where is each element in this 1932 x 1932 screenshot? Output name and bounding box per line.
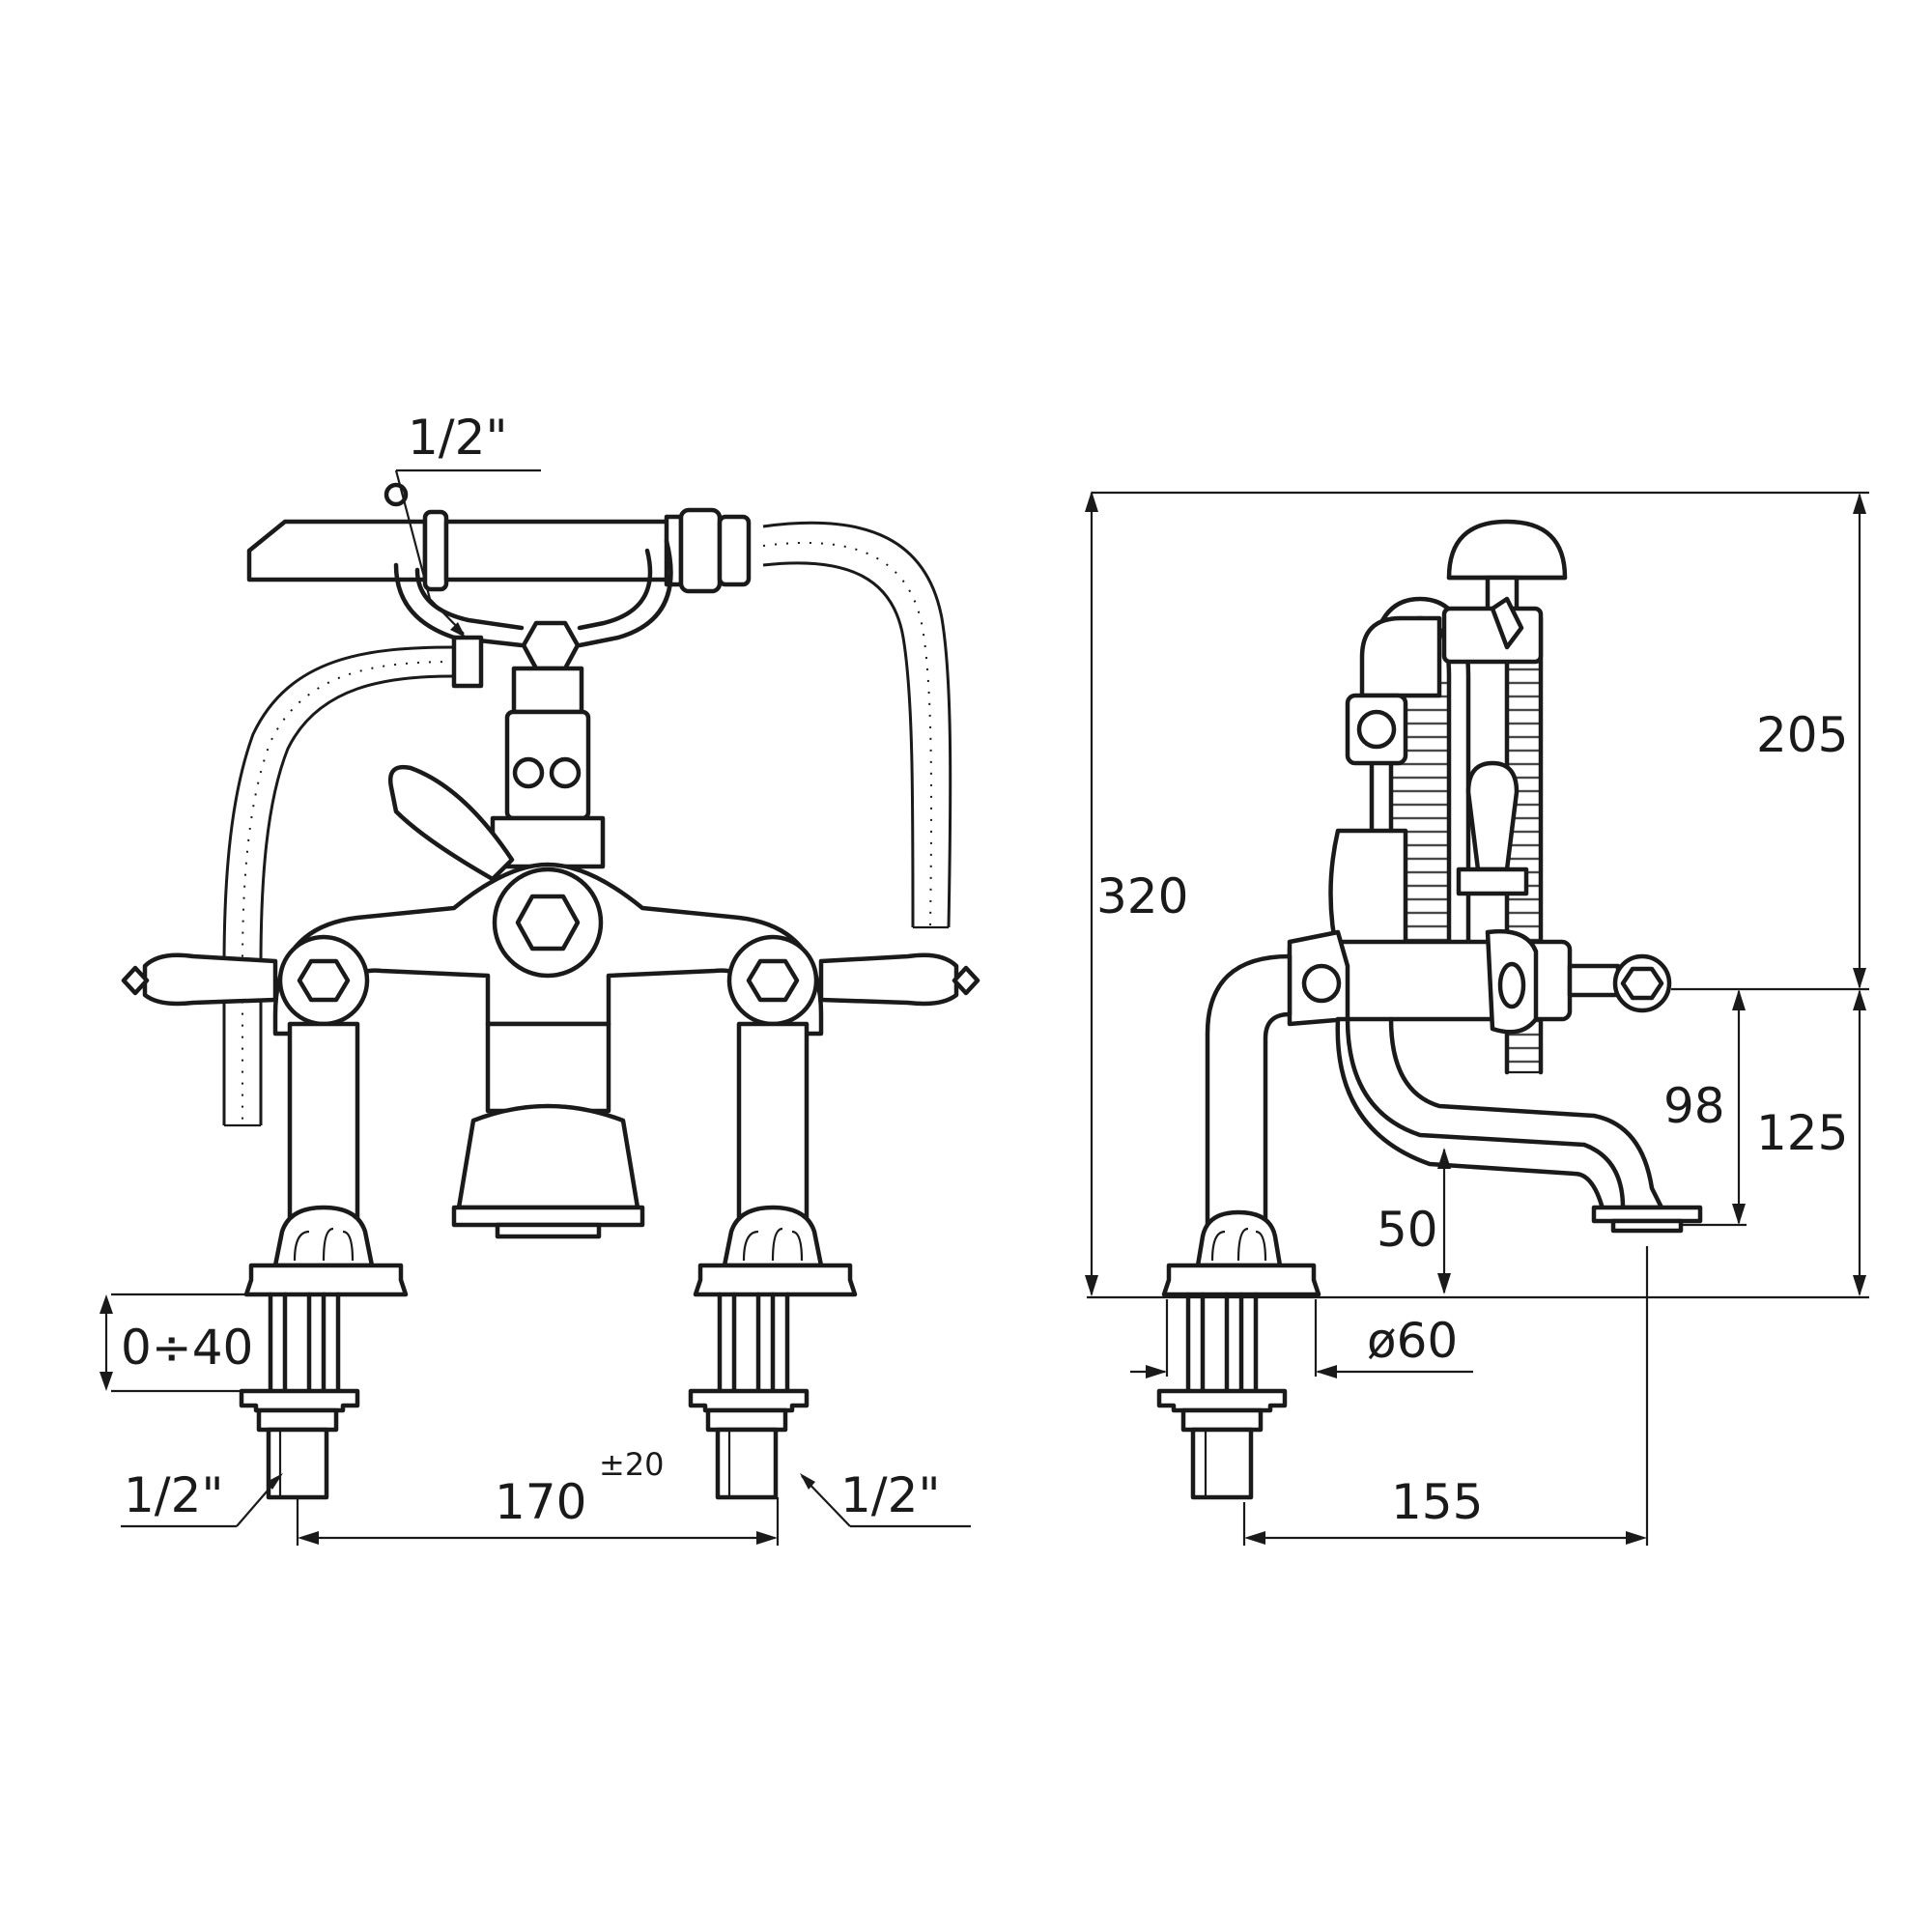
shower-height-label: 205 bbox=[1756, 707, 1848, 763]
diverter-lever bbox=[387, 764, 515, 882]
mount-range-label: 0÷40 bbox=[121, 1320, 253, 1376]
spout-reach-label: 155 bbox=[1391, 1474, 1483, 1530]
total-height-label: 320 bbox=[1096, 868, 1188, 924]
dim-shower-height: 205 bbox=[1671, 493, 1869, 991]
right-shower-hose bbox=[762, 521, 952, 929]
side-column bbox=[1328, 596, 1544, 959]
base-diameter-label: ø60 bbox=[1367, 1313, 1458, 1369]
side-mixer-body bbox=[1287, 928, 1672, 1035]
side-inlet-pipe bbox=[1156, 953, 1321, 1500]
dim-total-height: 320 bbox=[1085, 491, 1869, 1299]
dim-right-inlet-thread: 1/2" bbox=[800, 1467, 971, 1528]
dim-spout-outlet-height: 98 bbox=[1663, 989, 1747, 1227]
left-inlet-thread-label: 1/2" bbox=[124, 1467, 223, 1523]
side-diverter-lever bbox=[1456, 760, 1529, 896]
left-leg bbox=[239, 1021, 409, 1500]
right-lever-handle bbox=[818, 952, 980, 1007]
centers-tolerance-label: ±20 bbox=[599, 1446, 665, 1483]
dim-valve-axis-height: 125 bbox=[1756, 989, 1866, 1296]
spout-clearance-label: 50 bbox=[1377, 1202, 1438, 1258]
dim-spout-reach: 155 bbox=[1242, 1246, 1649, 1546]
dim-left-inlet-thread: 1/2" bbox=[121, 1467, 283, 1528]
centers-label: 170 bbox=[495, 1474, 586, 1530]
front-view: 1/2" 0÷40 1/2" 1/2" bbox=[99, 410, 980, 1546]
diverter-column bbox=[490, 666, 606, 869]
hand-shower-thread-label: 1/2" bbox=[408, 410, 507, 466]
mixer-body bbox=[272, 862, 824, 1037]
left-shower-hose bbox=[222, 645, 455, 1127]
dim-centers: 170 ±20 bbox=[296, 1446, 780, 1546]
side-shower-head bbox=[1446, 519, 1568, 619]
side-view: 320 205 125 98 5 bbox=[1085, 491, 1869, 1546]
valve-axis-height-label: 125 bbox=[1756, 1105, 1848, 1161]
front-spout bbox=[451, 1021, 645, 1239]
dim-hand-shower-thread: 1/2" bbox=[394, 410, 541, 638]
side-spout bbox=[1335, 1016, 1703, 1234]
dim-base-diameter: ø60 bbox=[1130, 1299, 1473, 1378]
spout-outlet-height-label: 98 bbox=[1663, 1078, 1725, 1134]
hand-shower bbox=[246, 482, 752, 594]
right-inlet-thread-label: 1/2" bbox=[840, 1467, 940, 1523]
right-leg bbox=[688, 1021, 858, 1500]
dim-spout-clearance: 50 bbox=[1377, 1148, 1451, 1294]
dim-mount-range: 0÷40 bbox=[99, 1293, 253, 1393]
left-lever-handle bbox=[121, 952, 278, 1007]
